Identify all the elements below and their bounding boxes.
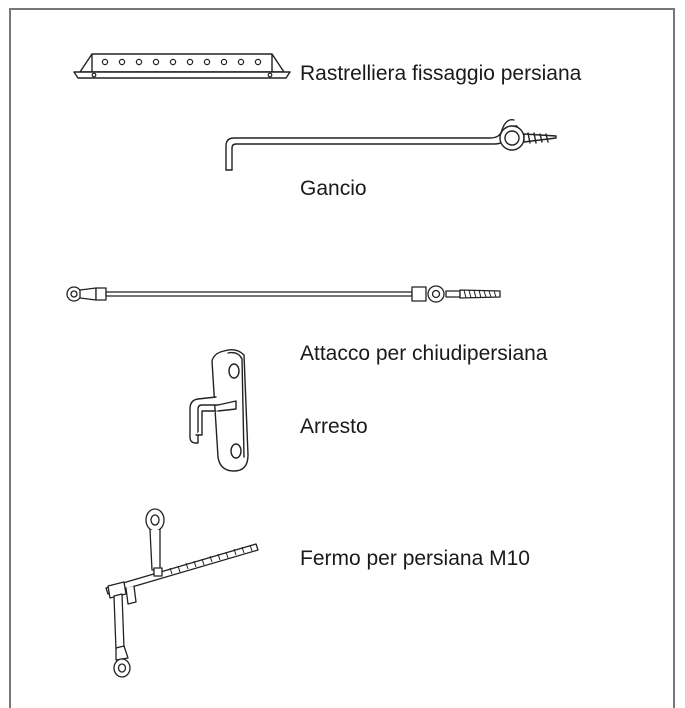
stop-bracket-icon	[176, 345, 266, 475]
shutter-rack-icon	[72, 50, 292, 90]
shutter-closer-rod-icon	[60, 280, 510, 310]
item-label-latch: Fermo per persiana M10	[300, 547, 530, 570]
catalog-frame	[9, 8, 675, 708]
item-label-hook: Gancio	[300, 177, 367, 200]
item-label-rod: Attacco per chiudipersiana	[300, 342, 548, 365]
item-label-stop: Arresto	[300, 415, 368, 438]
hook-icon	[218, 108, 558, 178]
shutter-latch-icon	[100, 508, 270, 683]
item-label-rack: Rastrelliera fissaggio persiana	[300, 62, 582, 85]
